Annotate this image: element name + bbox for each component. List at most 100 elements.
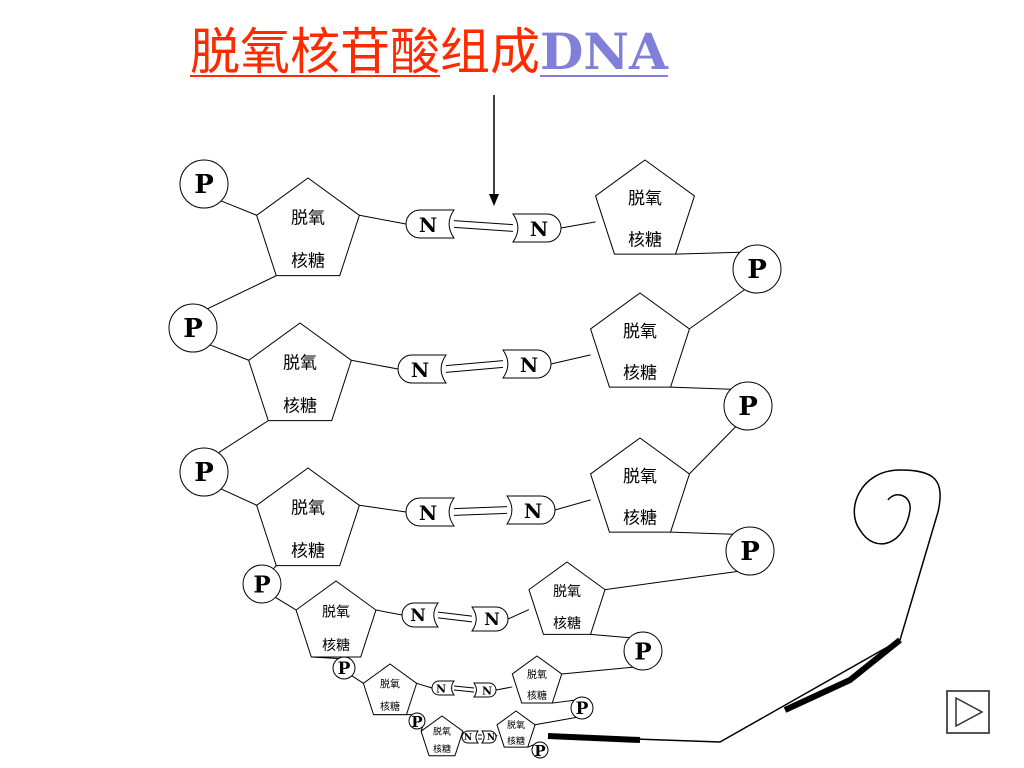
hydrogen-bond-line [437, 611, 473, 617]
base-label: N [482, 685, 492, 698]
phosphate-circle [179, 159, 229, 209]
sugar-pentagon [420, 715, 464, 757]
backbone-line [689, 426, 737, 475]
backbone-line [220, 488, 257, 506]
backbone-line [507, 609, 530, 620]
nitrogen-base: N [431, 680, 455, 696]
phosphate: P [242, 564, 282, 604]
backbone-line [675, 251, 741, 255]
phosphate-circle [723, 381, 773, 431]
sugar-label-line2: 核糖 [623, 364, 657, 384]
base-shape [512, 213, 562, 243]
backbone-line [495, 686, 513, 691]
sugar-pentagon [362, 663, 418, 716]
backbone-line [560, 221, 596, 229]
sugar-label-line2: 核糖 [433, 743, 451, 755]
phosphate-label: P [411, 713, 422, 731]
hydrogen-bond-line [453, 689, 475, 693]
backbone-line [552, 699, 575, 704]
base-shape [502, 349, 552, 379]
base-shape [506, 495, 556, 525]
backbone-line [554, 499, 591, 511]
sugar-label-line2: 核糖 [380, 700, 400, 713]
backbone-line [604, 570, 739, 591]
nitrogen-base: N [405, 497, 455, 527]
nitrogen-base: N [397, 354, 447, 384]
phosphate: P [570, 696, 594, 720]
sugar-label-line2: 核糖 [553, 616, 581, 632]
base-shape [471, 606, 509, 632]
phosphate-circle [242, 564, 282, 604]
phosphate: P [332, 656, 356, 680]
backbone-line [670, 531, 734, 535]
title-nucleotide: 脱氧核苷酸 [190, 23, 440, 81]
backbone-line [416, 682, 433, 689]
sugar-pentagon [248, 322, 352, 422]
helix-curl [853, 469, 941, 545]
backbone-line [275, 596, 297, 611]
sugar-label-line1: 脱氧 [628, 189, 662, 209]
play-triangle-icon [955, 696, 984, 728]
phosphate-label: P [747, 255, 767, 285]
sugar-pentagon [256, 177, 360, 277]
sugar-label-line2: 核糖 [283, 397, 317, 417]
hydrogen-bond-line [453, 685, 475, 689]
phosphate-circle [408, 712, 426, 730]
hydrogen-bond-line [437, 617, 473, 623]
phosphate-label: P [338, 659, 351, 679]
nitrogen-base: N [405, 209, 455, 239]
phosphate-circle [732, 244, 782, 294]
backbone-line [689, 288, 746, 330]
backbone-line [359, 214, 407, 225]
phosphate-circle [168, 303, 218, 353]
sugar-label-line2: 核糖 [322, 638, 350, 654]
phosphate: P [725, 526, 775, 576]
nitrogen-base: N [481, 730, 497, 744]
phosphate-circle [332, 656, 356, 680]
phosphate: P [179, 447, 229, 497]
backbone-line [359, 504, 407, 513]
backbone-line [561, 666, 634, 675]
sugar-label-line2: 核糖 [527, 689, 547, 702]
phosphate-label: P [534, 742, 545, 760]
helix-tail-thick [783, 637, 902, 713]
base-label: N [436, 683, 446, 696]
base-shape [461, 730, 479, 744]
backbone-line [590, 633, 630, 639]
title-dna: DNA [540, 22, 668, 81]
phosphate-label: P [194, 170, 214, 200]
sugar-label-line2: 核糖 [623, 509, 657, 529]
title-compose: 组成 [440, 23, 540, 81]
phosphate: P [531, 741, 549, 760]
sugar-label-line2: 核糖 [628, 231, 662, 251]
backbone-line [209, 344, 249, 361]
backbone-lines [207, 200, 746, 748]
helix-tail-thick [547, 733, 641, 743]
base-label: N [464, 733, 472, 743]
base-shape [481, 730, 497, 744]
nitrogen-base: N [461, 730, 479, 744]
phosphate: P [723, 381, 773, 431]
phosphate-circle [725, 526, 775, 576]
base-label: N [524, 499, 542, 523]
backbone-line [550, 354, 591, 365]
sugar-label-line1: 脱氧 [322, 605, 350, 621]
phosphate-label: P [576, 699, 589, 719]
phosphate-label: P [253, 572, 270, 599]
base-label: N [520, 353, 538, 377]
base-shape [405, 497, 455, 527]
backbone-line [273, 565, 277, 570]
base-label: N [487, 733, 495, 743]
phosphate-circle [623, 631, 663, 671]
next-slide-button[interactable] [946, 690, 990, 734]
phosphate-circle [179, 447, 229, 497]
sugar-label-line1: 脱氧 [527, 668, 547, 681]
